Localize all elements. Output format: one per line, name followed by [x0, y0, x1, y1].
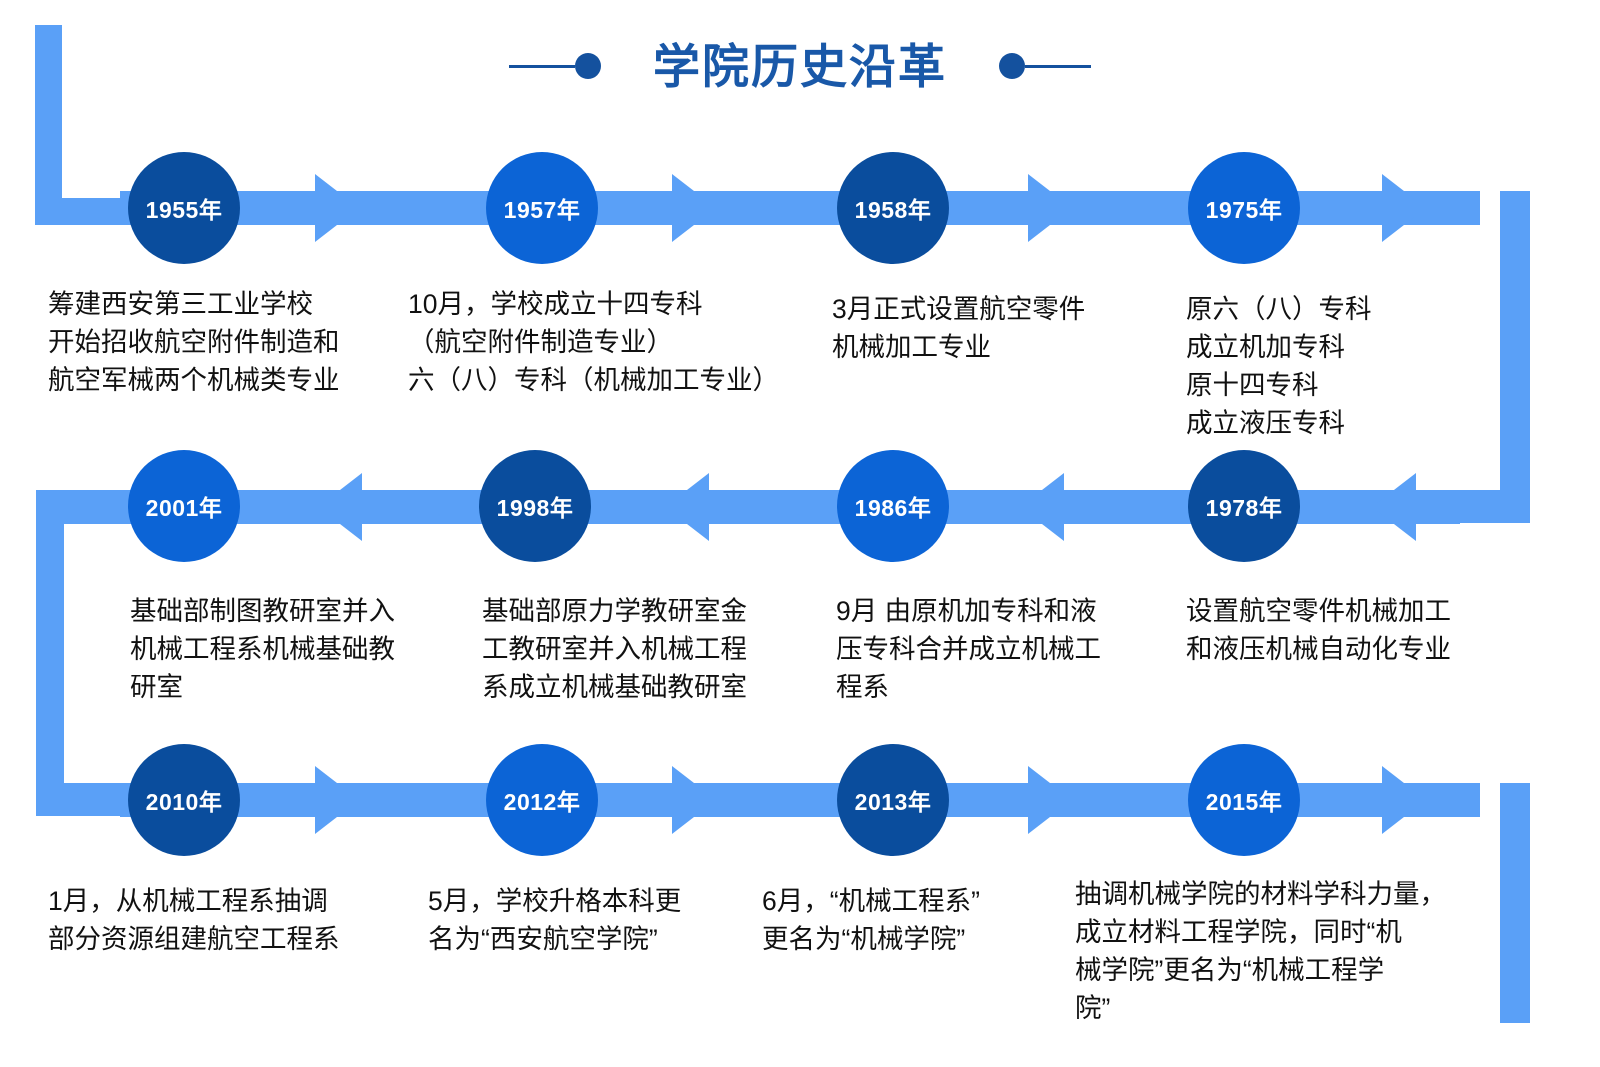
flow-row1-arrow-3-icon: [1028, 174, 1072, 242]
timeline-node-2012[interactable]: 2012年: [486, 744, 598, 856]
flow-row1-arrow-1-icon: [315, 174, 359, 242]
timeline-node-1986-year: 1986年: [854, 495, 932, 521]
timeline-node-2010[interactable]: 2010年: [128, 744, 240, 856]
flow-exit-vertical: [1500, 783, 1530, 1023]
timeline-node-1957[interactable]: 1957年: [486, 152, 598, 264]
timeline-node-2001-year: 2001年: [145, 495, 223, 521]
timeline-desc-1998: 基础部原力学教研室金 工教研室并入机械工程 系成立机械基础教研室: [482, 596, 747, 703]
flow-row3-arrow-1-icon: [315, 766, 359, 834]
title-right-dot-icon: [999, 53, 1025, 79]
flow-left-uturn-vertical: [36, 490, 64, 816]
timeline-desc-2015: 抽调机械学院的材料学科力量， 成立材料工程学院，同时“机 械学院”更名为“机械工…: [1075, 879, 1446, 1024]
timeline-node-1975[interactable]: 1975年: [1188, 152, 1300, 264]
timeline-node-1955[interactable]: 1955年: [128, 152, 240, 264]
timeline-desc-2001: 基础部制图教研室并入 机械工程系机械基础教 研室: [130, 596, 395, 703]
title-left-rule-icon: [509, 64, 575, 68]
flow-right-uturn-vertical: [1500, 191, 1530, 523]
timeline-desc-1986: 9月 由原机加专科和液 压专科合并成立机械工 程系: [836, 596, 1101, 703]
timeline-desc-1955: 筹建西安第三工业学校 开始招收航空附件制造和 航空军械两个机械类专业: [48, 289, 340, 396]
timeline-node-2013[interactable]: 2013年: [837, 744, 949, 856]
timeline-desc-2012: 5月，学校升格本科更 名为“西安航空学院”: [428, 886, 682, 955]
page-title: 学院历史沿革: [0, 26, 1600, 106]
flow-row3-arrow-2-icon: [672, 766, 716, 834]
timeline-node-2001[interactable]: 2001年: [128, 450, 240, 562]
timeline-node-1958[interactable]: 1958年: [837, 152, 949, 264]
timeline-desc-1978: 设置航空零件机械加工 和液压机械自动化专业: [1186, 596, 1451, 665]
timeline-node-1998-year: 1998年: [496, 495, 574, 521]
timeline-desc-1975: 原六（八）专科 成立机加专科 原十四专科 成立液压专科: [1186, 294, 1372, 439]
timeline-node-1958-year: 1958年: [854, 197, 932, 223]
flow-row3-arrow-4-icon: [1382, 766, 1426, 834]
flow-row1-arrow-4-icon: [1382, 174, 1426, 242]
title-right-rule-icon: [1025, 64, 1091, 68]
timeline-node-1998[interactable]: 1998年: [479, 450, 591, 562]
flow-row3-arrow-3-icon: [1028, 766, 1072, 834]
timeline-desc-2013: 6月，“机械工程系” 更名为“机械学院”: [762, 886, 980, 955]
flow-row2-arrow-1-icon: [1372, 473, 1416, 541]
timeline-node-1986[interactable]: 1986年: [837, 450, 949, 562]
flow-row1-arrow-2-icon: [672, 174, 716, 242]
timeline-node-1978[interactable]: 1978年: [1188, 450, 1300, 562]
flow-entry-vertical: [35, 25, 62, 225]
timeline-node-2015[interactable]: 2015年: [1188, 744, 1300, 856]
flow-row2-arrow-4-icon: [318, 473, 362, 541]
timeline-node-2015-year: 2015年: [1205, 789, 1283, 815]
timeline-node-1978-year: 1978年: [1205, 495, 1283, 521]
timeline-node-1957-year: 1957年: [503, 197, 581, 223]
flow-row2-arrow-3-icon: [665, 473, 709, 541]
timeline-desc-2010: 1月，从机械工程系抽调 部分资源组建航空工程系: [48, 886, 340, 955]
flow-row2-arrow-2-icon: [1020, 473, 1064, 541]
timeline-node-2013-year: 2013年: [854, 789, 932, 815]
timeline-desc-1957: 10月，学校成立十四专科 （航空附件制造专业） 六（八）专科（机械加工专业）: [408, 289, 779, 396]
timeline-desc-1958: 3月正式设置航空零件 机械加工专业: [832, 294, 1086, 363]
page-title-text: 学院历史沿革: [653, 39, 947, 93]
timeline-node-1975-year: 1975年: [1205, 197, 1283, 223]
title-left-dot-icon: [575, 53, 601, 79]
timeline-node-2012-year: 2012年: [503, 789, 581, 815]
timeline-node-2010-year: 2010年: [145, 789, 223, 815]
timeline-node-1955-year: 1955年: [145, 197, 223, 223]
